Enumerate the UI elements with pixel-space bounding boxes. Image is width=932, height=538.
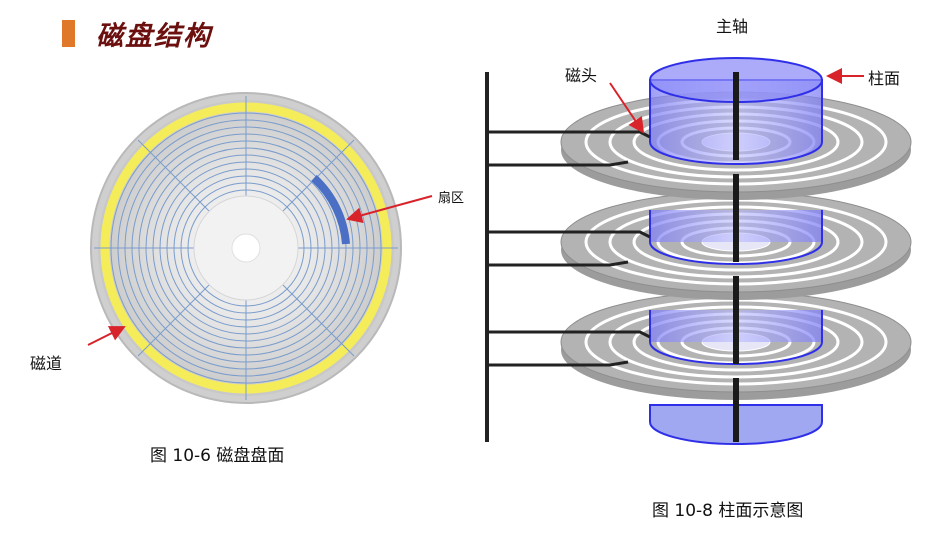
head-arms: [487, 130, 651, 367]
title-accent-bar: [62, 20, 75, 47]
sector-arrow: [346, 195, 433, 224]
head-arrow: [609, 82, 645, 134]
page-title: 磁盘结构: [96, 21, 212, 52]
left-figure-caption: 图 10-6 磁盘盘面: [150, 446, 285, 466]
right-figure-caption: 图 10-8 柱面示意图: [652, 501, 804, 521]
head-label: 磁头: [565, 66, 598, 85]
spindle-label: 主轴: [716, 17, 749, 36]
cylinder-label: 柱面: [868, 69, 901, 88]
track-arrow: [87, 326, 126, 346]
sector-highlight: [311, 175, 350, 245]
disk-platter: [90, 92, 402, 404]
sector-label: 扇区: [438, 191, 465, 206]
track-label: 磁道: [30, 354, 63, 373]
